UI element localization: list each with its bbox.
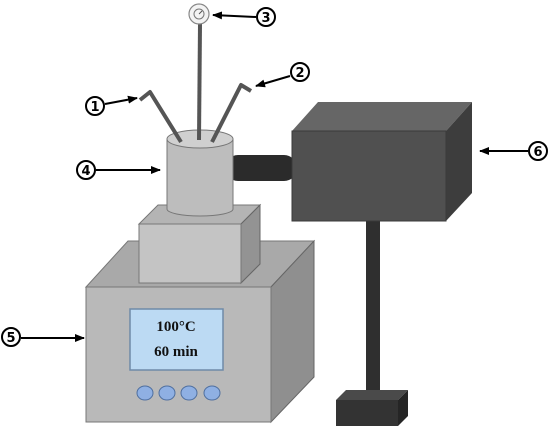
reactor-holder xyxy=(137,203,262,285)
display-temperature: 100°C xyxy=(156,319,195,335)
svg-text:5: 5 xyxy=(6,331,15,346)
stand-pole xyxy=(366,210,380,396)
processing-device xyxy=(291,102,472,222)
device-stand xyxy=(336,210,408,426)
svg-text:3: 3 xyxy=(261,11,270,26)
callout-2: 2 xyxy=(255,62,310,88)
reaction-vessel xyxy=(166,129,234,217)
stand-foot-top xyxy=(336,390,408,400)
callout-3: 3 xyxy=(212,7,276,27)
control-knob-icon[interactable] xyxy=(136,385,154,401)
control-knob-icon[interactable] xyxy=(203,385,221,401)
control-knobs xyxy=(136,385,221,401)
probe-icon xyxy=(210,83,253,143)
svg-text:1: 1 xyxy=(90,100,99,115)
coupling-arm xyxy=(225,155,297,181)
thermometer-dial-icon xyxy=(188,3,210,25)
holder-front-face xyxy=(138,223,242,284)
device-side-face xyxy=(446,102,472,221)
svg-text:2: 2 xyxy=(295,66,304,81)
vessel-body xyxy=(166,138,234,217)
callout-1: 1 xyxy=(85,95,138,116)
temperature-display-screen xyxy=(129,308,224,371)
stand-foot-side xyxy=(398,390,408,426)
callout-5: 5 xyxy=(1,327,85,347)
device-front-face xyxy=(291,130,447,222)
callout-4: 4 xyxy=(76,160,161,180)
probe-icon xyxy=(138,90,183,144)
control-knob-icon[interactable] xyxy=(158,385,176,401)
device-top-face xyxy=(292,102,472,131)
callout-6: 6 xyxy=(479,141,548,161)
stand-foot-front xyxy=(336,400,398,426)
svg-text:4: 4 xyxy=(81,164,90,179)
thermometer-rod xyxy=(197,23,202,141)
display-time: 60 min xyxy=(154,344,198,360)
svg-text:6: 6 xyxy=(533,145,542,160)
control-knob-icon[interactable] xyxy=(180,385,198,401)
